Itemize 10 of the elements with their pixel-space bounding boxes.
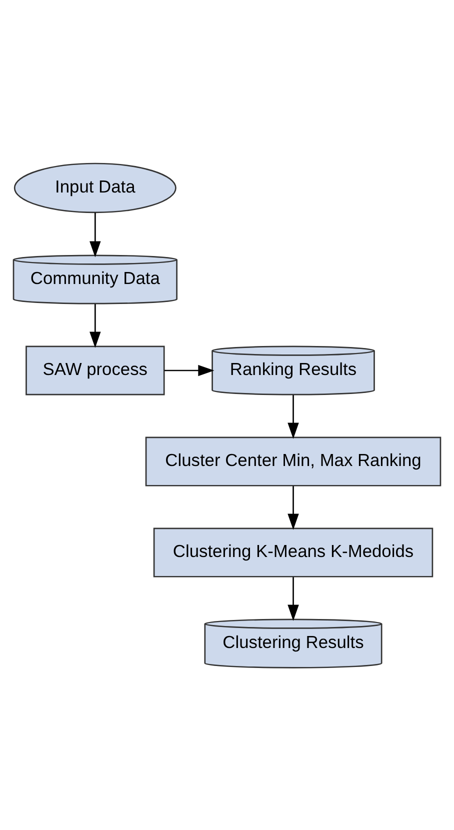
arrow: [164, 364, 214, 376]
arrow: [288, 394, 299, 438]
arrow: [90, 304, 101, 348]
arrow: [288, 486, 299, 530]
node-box: Cluster Center Min, Max Ranking: [145, 436, 442, 486]
node-box: SAW process: [26, 345, 165, 395]
arrow: [288, 576, 299, 620]
arrow: [90, 212, 101, 257]
node-box: Clustering K-Means K-Medoids: [153, 527, 434, 577]
node-ellipse: Input Data: [14, 162, 176, 213]
